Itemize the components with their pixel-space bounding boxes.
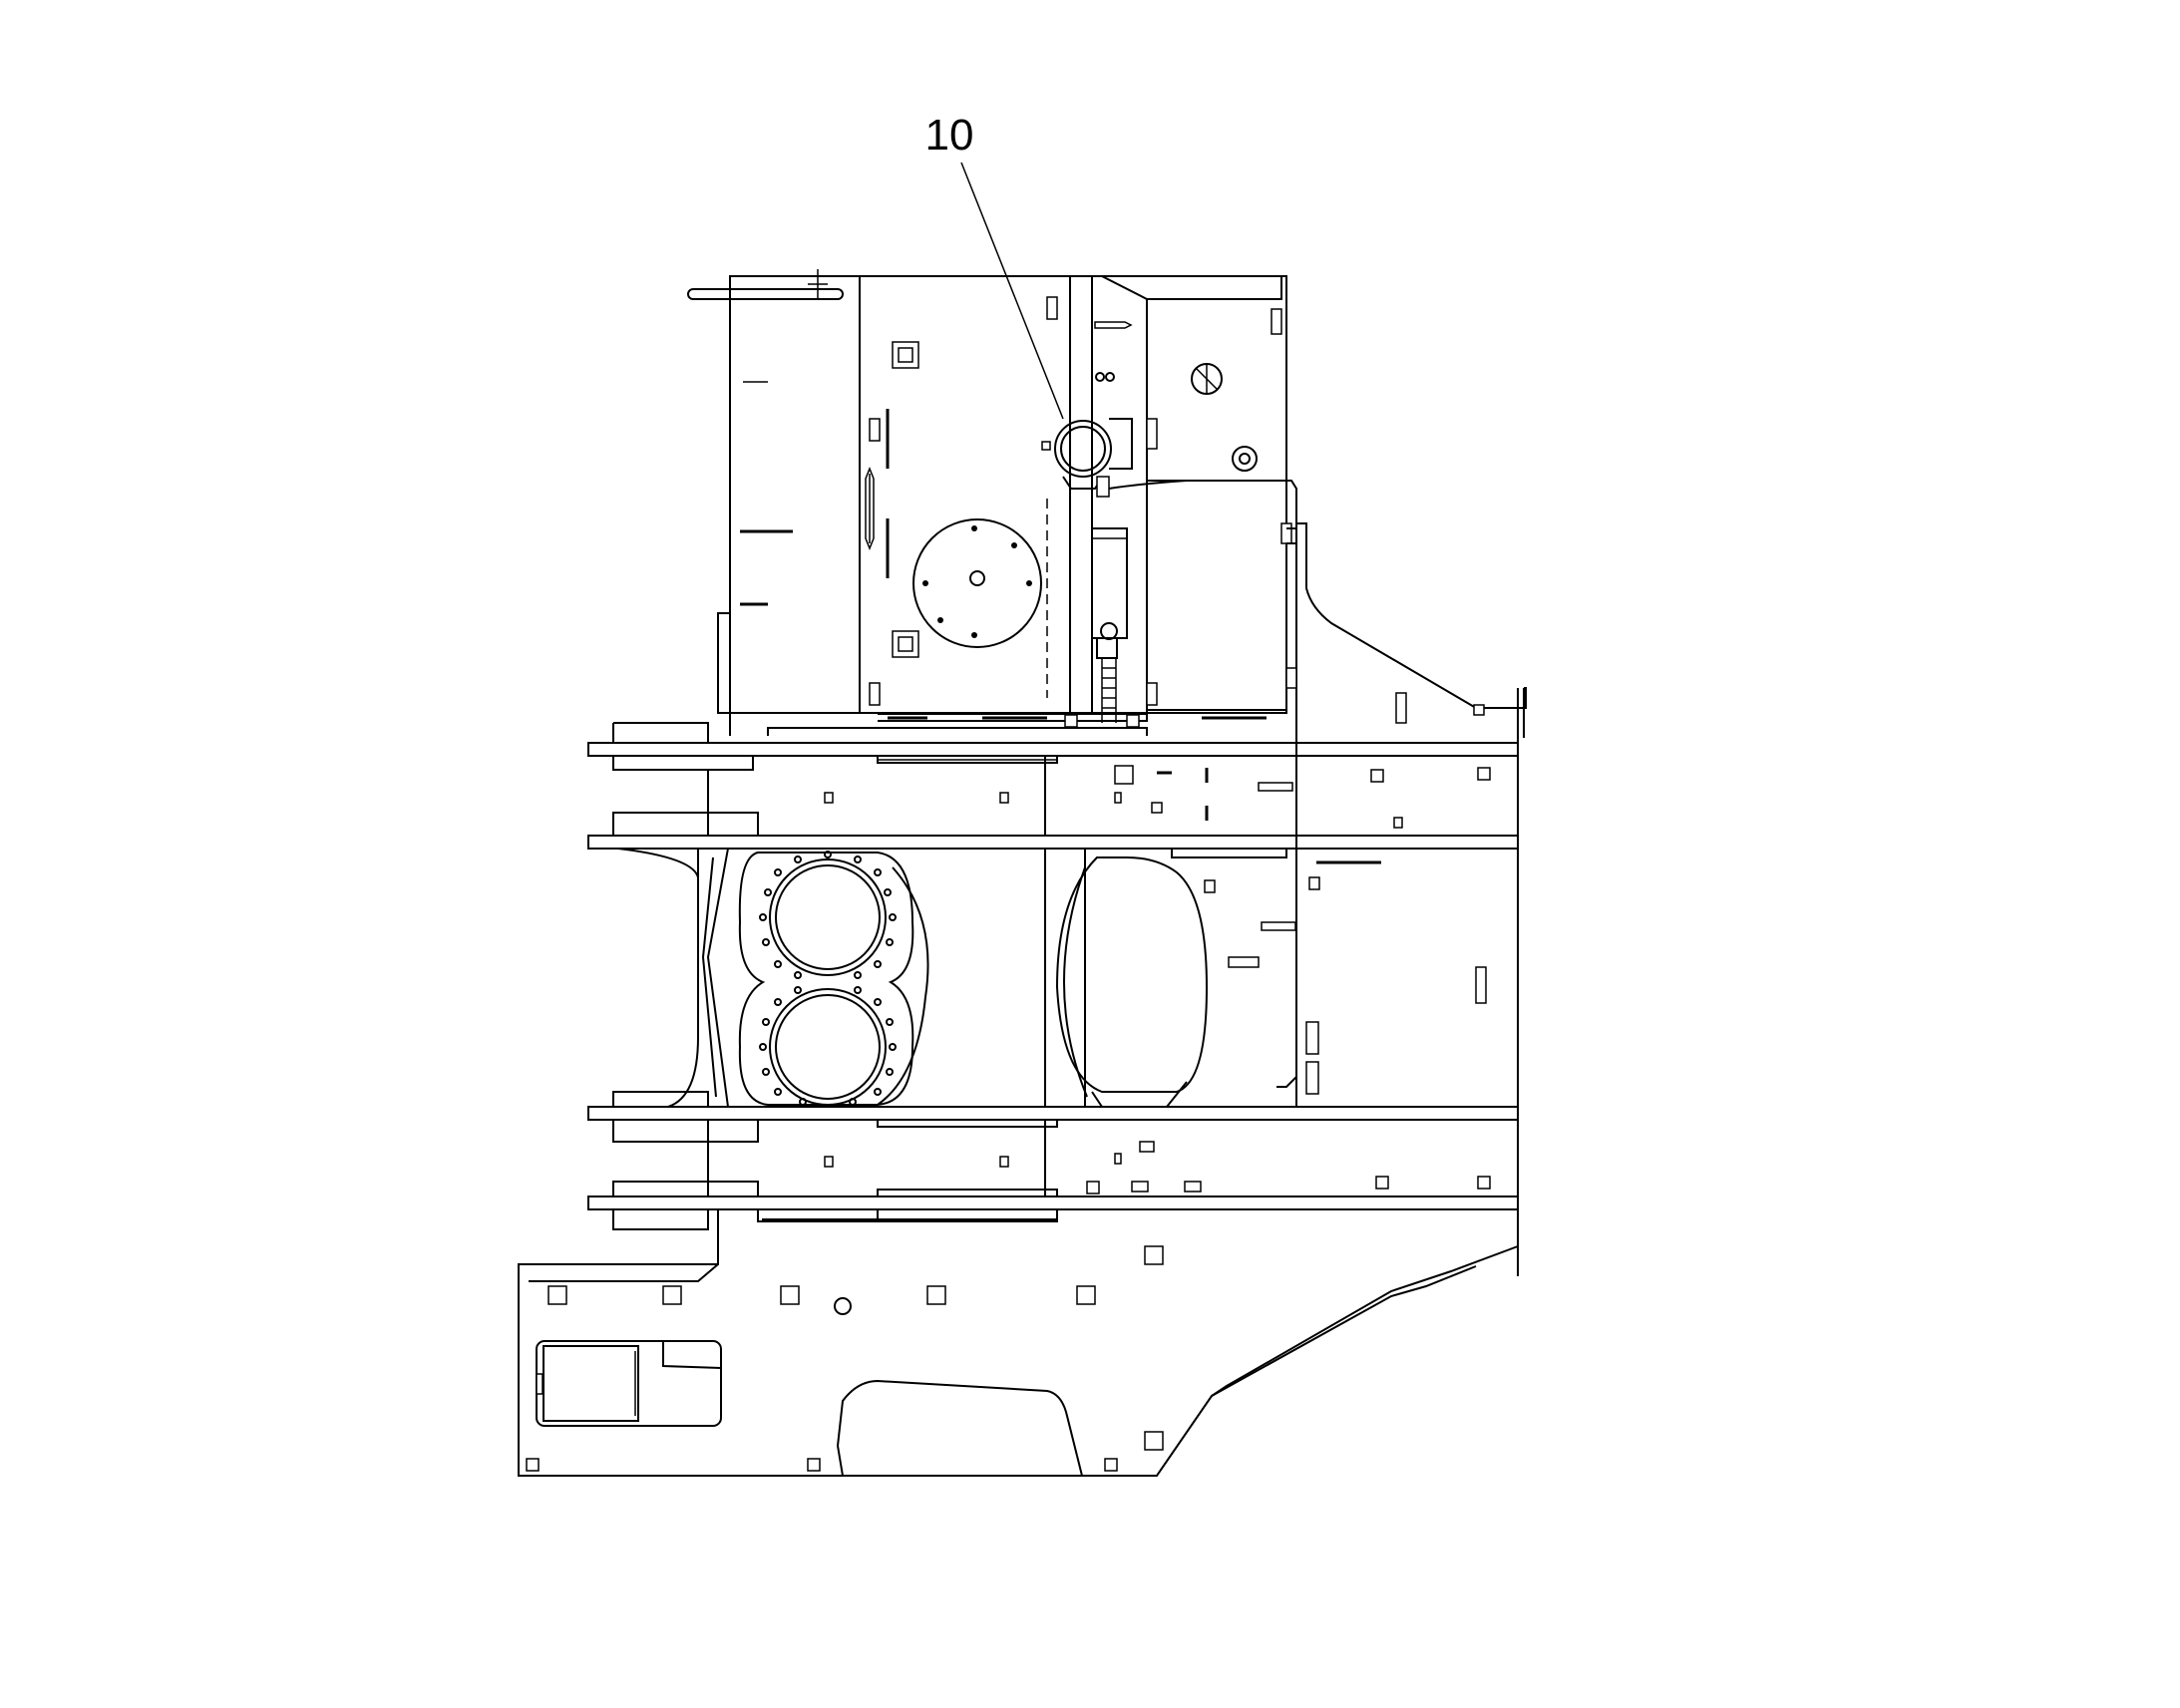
- callout-10: 10: [925, 111, 1064, 420]
- lower-frame: [518, 1181, 1519, 1477]
- left-rollers: [612, 723, 709, 1135]
- leader-line: [960, 162, 1064, 420]
- bolt-ring: [759, 851, 897, 1106]
- right-arm: [1286, 522, 1527, 738]
- frame-beams: [587, 688, 1519, 1276]
- chain: [1101, 658, 1117, 723]
- callout-label: 10: [925, 111, 974, 160]
- upper-housing: [687, 269, 1297, 1088]
- center-section: [617, 848, 1487, 1108]
